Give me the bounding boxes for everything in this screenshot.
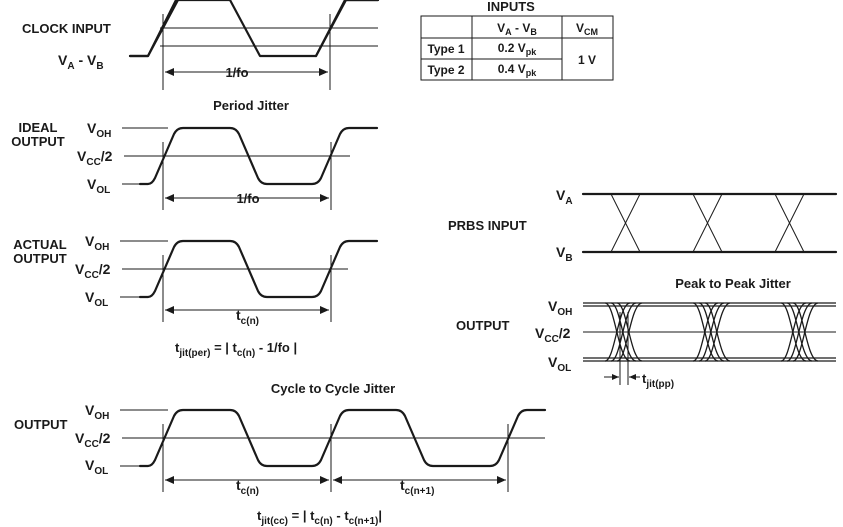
cycle-voh-label: VOH: [85, 402, 109, 422]
pp-eye-x3-e: [786, 302, 813, 362]
cycle-tc2-arrowhead-right: [497, 476, 506, 484]
pp-jitter-label: tjit(pp): [642, 371, 674, 390]
cycle-vcc-label: VCC/2: [75, 430, 111, 450]
actual-label-line1: ACTUAL: [13, 237, 66, 252]
clock-rise-2: [314, 0, 380, 58]
cycle-tc1-arrowhead-right: [320, 476, 329, 484]
cycle-output-label: OUTPUT: [14, 417, 68, 432]
inputs-col-header-vavb: VA - VB: [497, 21, 537, 37]
prbs-vb-label: VB: [556, 244, 573, 264]
cycle-jitter-title: Cycle to Cycle Jitter: [271, 381, 395, 396]
ideal-arrowhead-right: [320, 194, 329, 202]
actual-vcc-label: VCC/2: [75, 261, 111, 281]
actual-label-line2: OUTPUT: [13, 251, 67, 266]
ideal-vcc-label: VCC/2: [77, 148, 113, 168]
ideal-label-line2: OUTPUT: [11, 134, 65, 149]
actual-arrowhead-left: [165, 306, 174, 314]
ideal-vol-label: VOL: [87, 176, 110, 196]
clock-rise-1: [128, 0, 178, 58]
cycle-tc2-label: tc(n+1): [400, 477, 434, 497]
ideal-waveform: [138, 126, 379, 186]
cycle-tc1-arrowhead-left: [165, 476, 174, 484]
clock-period-label: 1/fo: [225, 65, 248, 80]
pp-eye-x3-f: [792, 302, 819, 362]
pp-vol-label: VOL: [548, 354, 571, 374]
prbs-va-label: VA: [556, 187, 573, 207]
inputs-row2-value: 0.4 Vpk: [498, 62, 538, 78]
cycle-tc2-arrowhead-left: [333, 476, 342, 484]
inputs-col-header-vcm: VCM: [576, 21, 598, 37]
ideal-arrowhead-left: [165, 194, 174, 202]
ideal-label-line1: IDEAL: [19, 120, 58, 135]
period-jitter-formula: tjit(per) = | tc(n) - 1/fo |: [175, 340, 297, 359]
prbs-crossing-3: [774, 193, 805, 253]
pp-voh-label: VOH: [548, 298, 572, 318]
pp-eye-x2-e: [698, 302, 725, 362]
period-jitter-ideal: Period Jitter IDEAL OUTPUT VOH VCC/2 VOL…: [11, 98, 379, 210]
inputs-row1-value: 0.2 Vpk: [498, 41, 538, 57]
pp-eye-x2-d: [692, 302, 719, 362]
prbs-input-section: PRBS INPUT VA VB: [448, 187, 838, 264]
inputs-row2-label: Type 2: [427, 63, 464, 77]
actual-arrowhead-right: [320, 306, 329, 314]
pp-eye-x1-d: [604, 302, 631, 362]
clock-input-section: CLOCK INPUT VA - VB 1/fo: [22, 0, 380, 90]
inputs-vcm-value: 1 V: [578, 53, 596, 67]
pp-output-label: OUTPUT: [456, 318, 510, 333]
period-jitter-title: Period Jitter: [213, 98, 289, 113]
pp-eye-x3-d: [780, 302, 807, 362]
period-jitter-actual: ACTUAL OUTPUT VOH VCC/2 VOL tc(n) tjit(p…: [13, 233, 379, 359]
actual-waveform: [138, 239, 379, 299]
actual-vol-label: VOL: [85, 289, 108, 309]
actual-voh-label: VOH: [85, 233, 109, 253]
ideal-period-label: 1/fo: [236, 191, 259, 206]
pp-jitter-title: Peak to Peak Jitter: [675, 276, 791, 291]
pp-eye-x2-f: [704, 302, 731, 362]
prbs-input-label: PRBS INPUT: [448, 218, 527, 233]
inputs-table: INPUTS VA - VB VCM Type 1 0.2 Vpk Type 2…: [420, 0, 614, 81]
pp-eye-x1-e: [610, 302, 637, 362]
clock-arrowhead-right: [319, 68, 328, 76]
clock-arrowhead-left: [165, 68, 174, 76]
cycle-vol-label: VOL: [85, 457, 108, 477]
cycle-jitter-formula: tjit(cc) = | tc(n) - tc(n+1)|: [257, 508, 382, 527]
pp-arrowhead-left: [612, 374, 619, 380]
pp-vcc-label: VCC/2: [535, 325, 571, 345]
pp-arrowhead-right: [629, 374, 636, 380]
actual-tc-label: tc(n): [236, 307, 259, 327]
inputs-table-title: INPUTS: [487, 0, 535, 14]
inputs-row1-label: Type 1: [427, 42, 464, 56]
peak-to-peak-jitter-section: Peak to Peak Jitter OUTPUT VOH VCC/2 VOL: [456, 276, 836, 390]
prbs-crossing-2: [692, 193, 723, 253]
inputs-table-frame: [420, 15, 614, 81]
cycle-tc1-label: tc(n): [236, 477, 259, 497]
clock-input-label: CLOCK INPUT: [22, 21, 111, 36]
ideal-voh-label: VOH: [87, 120, 111, 140]
clock-diff-label: VA - VB: [58, 52, 104, 72]
prbs-crossing-1: [610, 193, 641, 253]
cycle-to-cycle-jitter: Cycle to Cycle Jitter OUTPUT VOH VCC/2 V…: [14, 381, 547, 527]
